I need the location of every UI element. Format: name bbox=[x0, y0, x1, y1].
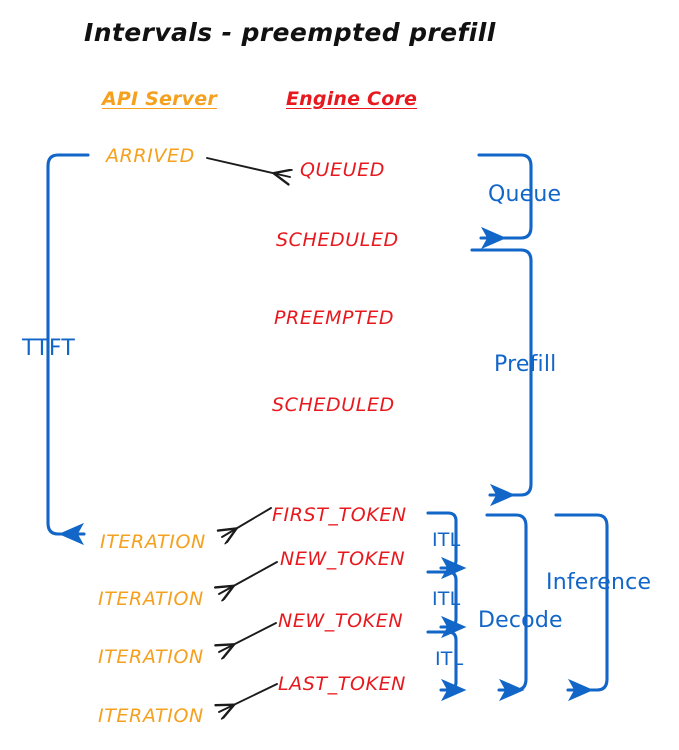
state-queued: QUEUED bbox=[300, 159, 386, 181]
arrow-new-token-1-to-iteration bbox=[219, 561, 278, 594]
interval-label-itl-3: ITL bbox=[435, 648, 464, 670]
prefill-bracket bbox=[470, 248, 533, 507]
state-new-token-2: NEW_TOKEN bbox=[278, 610, 404, 632]
itl-bracket-2 bbox=[426, 570, 467, 639]
state-iteration-4: ITERATION bbox=[98, 705, 204, 727]
interval-label-inference: Inference bbox=[546, 570, 652, 595]
queue-bracket bbox=[477, 153, 533, 250]
interval-label-decode: Decode bbox=[478, 608, 563, 633]
state-arrived: ARRIVED bbox=[106, 145, 195, 167]
itl-bracket-3 bbox=[426, 630, 467, 702]
arrow-last-token-to-iteration bbox=[219, 683, 278, 712]
interval-label-itl-2: ITL bbox=[432, 588, 461, 610]
interval-label-ttft: TTFT bbox=[22, 336, 75, 361]
state-iteration-1: ITERATION bbox=[100, 531, 206, 553]
state-first-token: FIRST_TOKEN bbox=[272, 504, 407, 526]
arrow-arrived-to-queued bbox=[206, 157, 290, 177]
interval-label-prefill: Prefill bbox=[494, 352, 557, 377]
interval-label-queue: Queue bbox=[488, 182, 562, 207]
column-header-engine-core: Engine Core bbox=[286, 88, 418, 110]
arrow-first-token-to-iteration bbox=[222, 507, 272, 537]
state-iteration-2: ITERATION bbox=[98, 588, 204, 610]
decode-bracket bbox=[485, 513, 528, 702]
state-scheduled-2: SCHEDULED bbox=[272, 394, 395, 416]
state-iteration-3: ITERATION bbox=[98, 646, 204, 668]
ttft-bracket bbox=[46, 153, 90, 546]
state-new-token-1: NEW_TOKEN bbox=[280, 548, 406, 570]
page-title: Intervals - preempted prefill bbox=[84, 18, 496, 47]
itl-bracket-1 bbox=[426, 511, 467, 580]
arrow-new-token-2-to-iteration bbox=[219, 622, 277, 652]
state-scheduled-1: SCHEDULED bbox=[276, 229, 399, 251]
state-preempted: PREEMPTED bbox=[274, 307, 395, 329]
state-last-token: LAST_TOKEN bbox=[278, 673, 406, 695]
column-header-api-server: API Server bbox=[102, 88, 217, 110]
inference-bracket bbox=[554, 513, 609, 702]
interval-label-itl-1: ITL bbox=[432, 529, 461, 551]
